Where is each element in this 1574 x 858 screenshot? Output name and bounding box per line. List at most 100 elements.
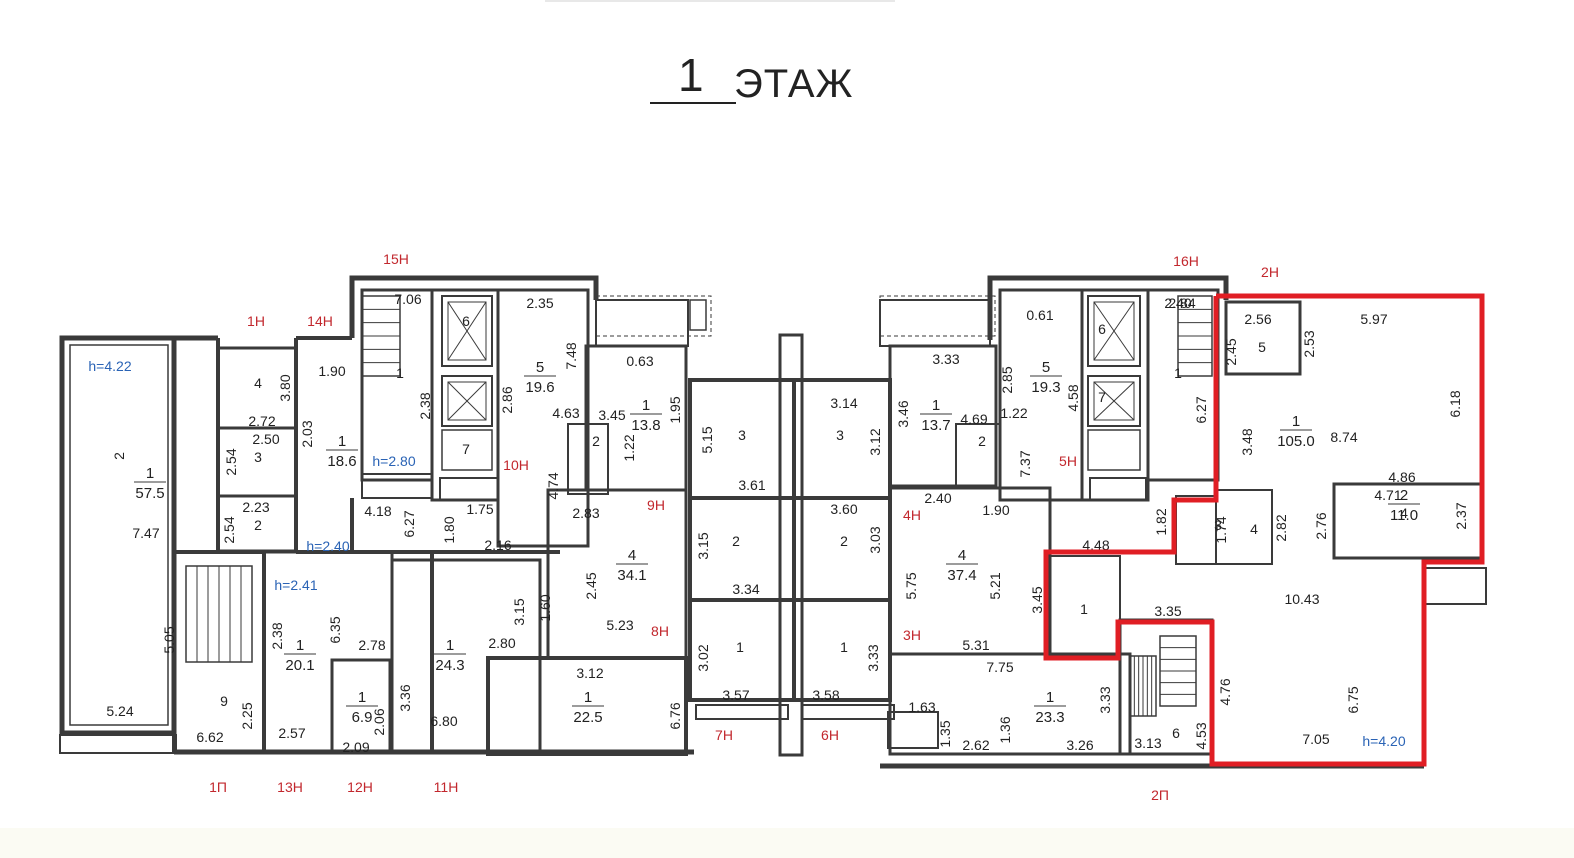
room-1-13-7 [888, 344, 998, 488]
room-20-1-area: 20.1 [285, 657, 314, 674]
plan-label: 2.25 [239, 702, 255, 729]
height-label: h=2.80 [372, 453, 415, 469]
plan-label: 5.23 [606, 617, 633, 633]
plan-label: 2.45 [1223, 338, 1239, 365]
room-19-6-number: 5 [536, 359, 544, 376]
plan-label: 0.63 [626, 353, 653, 369]
highlighted-unit [1043, 293, 1485, 767]
elevator-7-left-inner [447, 381, 487, 421]
plan-label: 2 [840, 533, 848, 549]
room-5-left [496, 288, 590, 548]
floor-word: ЭТАЖ [734, 62, 854, 106]
plan-label: 5.75 [903, 572, 919, 599]
plan-label: 10.43 [1284, 591, 1319, 607]
elevator-6-right-cross [1093, 301, 1135, 361]
room-22-5-number: 1 [584, 689, 592, 706]
plan-label: 2 [592, 433, 600, 449]
plan-label: 2 [732, 533, 740, 549]
vestibule-left [361, 473, 433, 499]
plan-label: 7.05 [1302, 731, 1329, 747]
plan-label: 3.33 [932, 351, 959, 367]
room-18-6-number: 1 [338, 433, 346, 450]
plan-label: 1.74 [1213, 516, 1229, 543]
plan-label: 2.16 [484, 537, 511, 553]
elevator-6-left-cross [447, 301, 487, 361]
entrance-2P: 2П [1151, 787, 1169, 803]
entrance-7H: 7Н [715, 727, 733, 743]
plan-label: 2.06 [371, 708, 387, 735]
plan-label: 2.57 [278, 725, 305, 741]
entrance-1H: 1Н [247, 313, 265, 329]
plan-label: 2.78 [358, 637, 385, 653]
plan-label: 5.97 [1360, 311, 1387, 327]
plan-label: 1.35 [937, 720, 953, 747]
highlight-outline [1043, 293, 1485, 767]
plan-label: 2.54 [223, 448, 239, 475]
plan-label: 4.76 [1217, 678, 1233, 705]
balcony-right [879, 299, 991, 347]
plan-label: 2.53 [1301, 330, 1317, 357]
bath-left [567, 423, 609, 495]
stair-block-outer-right [987, 275, 1229, 340]
entrance-3H: 3Н [903, 627, 921, 643]
plan-label: 1.90 [982, 502, 1009, 518]
room-22-5-area: 22.5 [573, 709, 602, 726]
plan-label: 3 [1214, 517, 1222, 533]
entrance-6H: 6Н [821, 727, 839, 743]
elevator-6-left-inner [447, 301, 487, 361]
plan-label: 2.37 [1453, 502, 1469, 529]
room-13-8-area: 13.8 [631, 417, 660, 434]
floor-number-underline [650, 102, 736, 104]
plan-label: 3 [738, 427, 746, 443]
plan-label: 2.38 [269, 622, 285, 649]
room-57-5-number: 1 [146, 465, 154, 482]
plan-label: 6.76 [667, 702, 683, 729]
top-edge-line [545, 0, 895, 2]
plan-label: 1.36 [997, 716, 1013, 743]
plan-label: 2.62 [962, 737, 989, 753]
plan-label: 3.12 [576, 665, 603, 681]
plan-label: 2 [111, 452, 127, 460]
plan-label: 0.61 [1026, 307, 1053, 323]
plan-label: 6.18 [1447, 390, 1463, 417]
room-6-9-area: 6.9 [352, 709, 373, 726]
plan-label: 6.80 [430, 713, 457, 729]
plan-label: 5 [1258, 339, 1266, 355]
plan-label: 1.22 [621, 434, 637, 461]
room-19-3-number: 5 [1042, 359, 1050, 376]
plan-label: 3.15 [695, 532, 711, 559]
plan-label: 2.82 [1273, 514, 1289, 541]
plan-label: 5.15 [699, 426, 715, 453]
plan-label: 4 [1250, 521, 1258, 537]
plan-label: 3.33 [865, 644, 881, 671]
plan-label: 3.48 [1239, 428, 1255, 455]
right-balcony [1423, 567, 1487, 605]
plan-label: 4.86 [1388, 469, 1415, 485]
room-6-9-number: 1 [358, 689, 366, 706]
plan-label: 2 [978, 433, 986, 449]
plan-label: 4.71 [1374, 487, 1401, 503]
entrance-13H: 13Н [277, 779, 303, 795]
height-label: h=2.40 [306, 538, 349, 554]
plan-label: 3 [836, 427, 844, 443]
plan-label: 5.21 [987, 572, 1003, 599]
plan-label: 2.35 [526, 295, 553, 311]
plan-label: 3.45 [598, 407, 625, 423]
plan-label: 7 [462, 441, 470, 457]
room-24-3-number: 1 [446, 637, 454, 654]
plan-label: 2.09 [342, 739, 369, 755]
plan-label: 4.18 [364, 503, 391, 519]
entrance-14H: 14Н [307, 313, 333, 329]
shaft-right [1087, 429, 1141, 471]
plan-label: 1.75 [466, 501, 493, 517]
plan-label: 4.58 [1065, 384, 1081, 411]
plan-label: 6.27 [1193, 396, 1209, 423]
elevator-7-left-cross [447, 381, 487, 421]
plan-label: 4 [1400, 505, 1408, 521]
room-37-4-number: 4 [958, 547, 966, 564]
plan-label: 2.45 [583, 572, 599, 599]
plan-label: 7.37 [1017, 450, 1033, 477]
shaft-left [441, 429, 493, 471]
